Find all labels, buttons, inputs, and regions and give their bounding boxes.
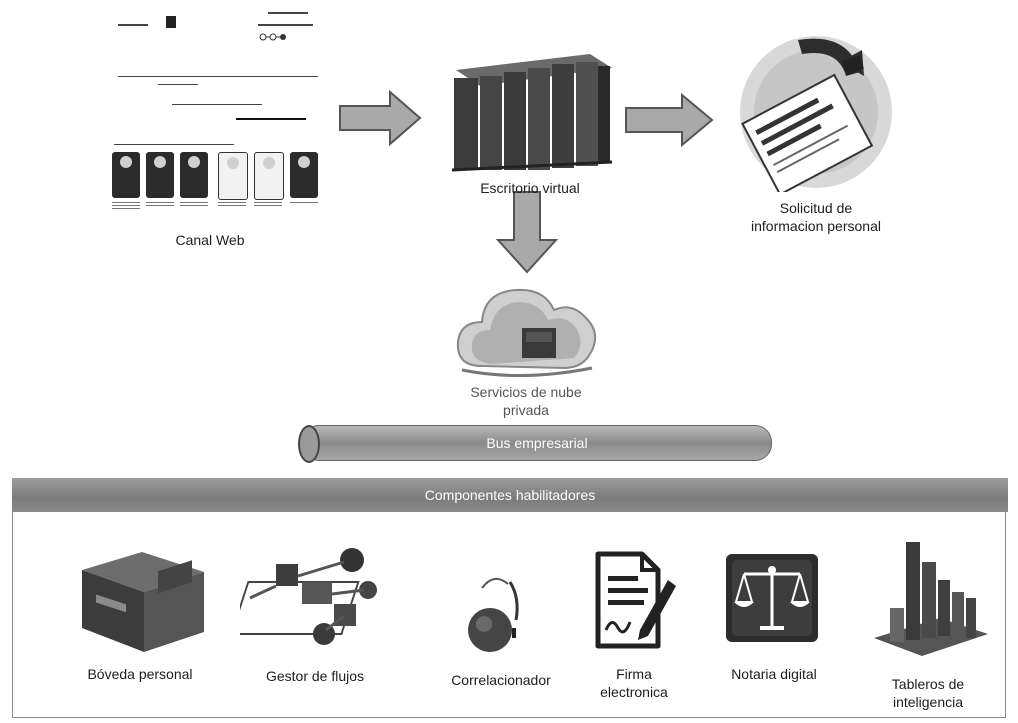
request-label-line2: informacion personal	[751, 217, 881, 234]
component-label-notary: Notaria digital	[731, 666, 817, 682]
thumb-text-line	[118, 76, 318, 77]
signature-label-line2: electronica	[600, 683, 668, 700]
thumb-text-line	[114, 144, 234, 145]
thumb-person-image	[146, 152, 174, 198]
enterprise-bus-label: Bus empresarial	[486, 435, 588, 451]
server-rack-icon	[451, 54, 613, 172]
cloud-label-line1: Servicios de nube	[470, 384, 582, 400]
components-panel	[12, 478, 1006, 718]
thumb-person-image	[254, 152, 284, 200]
cloud-icon	[456, 288, 597, 377]
web-channel-label: Canal Web	[175, 232, 245, 248]
dashboards-label-line1: Tableros de	[891, 676, 965, 692]
cloud-label: Servicios de nube privada	[436, 384, 616, 419]
thumb-person-image	[112, 152, 140, 198]
thumb-caption	[180, 200, 208, 212]
thumb-text-line	[118, 24, 148, 26]
cloud-label-line2: privada	[503, 401, 549, 418]
thumb-caption	[290, 200, 318, 212]
workflow-manager-icon	[240, 548, 377, 645]
thumb-caption	[254, 200, 282, 212]
arrow-web-to-desktop	[339, 89, 422, 147]
personal-vault-icon	[82, 552, 204, 652]
arrow-desktop-to-request	[625, 92, 714, 148]
thumb-caption	[218, 200, 246, 212]
component-label-workflow: Gestor de flujos	[265, 668, 365, 684]
web-channel-thumbnail	[108, 4, 330, 226]
thumb-person-image	[290, 152, 318, 198]
components-header-bar: Componentes habilitadores	[12, 478, 1008, 512]
thumb-text-line	[258, 24, 313, 26]
arrow-desktop-to-cloud	[496, 191, 558, 274]
thumb-signature	[236, 118, 306, 120]
e-signature-icon	[595, 551, 676, 649]
enterprise-bus-bar: Bus empresarial	[302, 425, 772, 461]
signature-label-line1: Firma	[616, 666, 652, 682]
thumb-nodes	[258, 30, 298, 42]
thumb-text-line	[158, 84, 198, 85]
digital-notary-icon	[726, 554, 818, 642]
thumb-text-line	[172, 104, 262, 105]
component-label-signature: Firma electronica	[584, 666, 684, 701]
correlator-icon	[468, 577, 519, 652]
thumb-logo	[166, 16, 176, 28]
dashboards-label-line2: inteligencia	[892, 693, 964, 710]
thumb-caption	[112, 200, 140, 212]
request-document-icon	[740, 36, 892, 192]
thumb-person-image	[218, 152, 248, 200]
desktop-label: Escritorio virtual	[480, 180, 580, 196]
component-label-correlator: Correlacionador	[451, 672, 551, 688]
thumb-text-line	[268, 12, 308, 14]
intelligence-dashboard-icon	[874, 542, 988, 656]
bus-end-cap	[298, 425, 320, 463]
component-label-vault: Bóveda personal	[87, 666, 193, 682]
component-label-dashboards: Tableros de inteligencia	[858, 676, 998, 711]
thumb-caption	[146, 200, 174, 212]
request-label: Solicitud de informacion personal	[730, 200, 902, 235]
components-title: Componentes habilitadores	[424, 487, 596, 503]
thumb-person-image	[180, 152, 208, 198]
request-label-line1: Solicitud de	[779, 200, 853, 216]
